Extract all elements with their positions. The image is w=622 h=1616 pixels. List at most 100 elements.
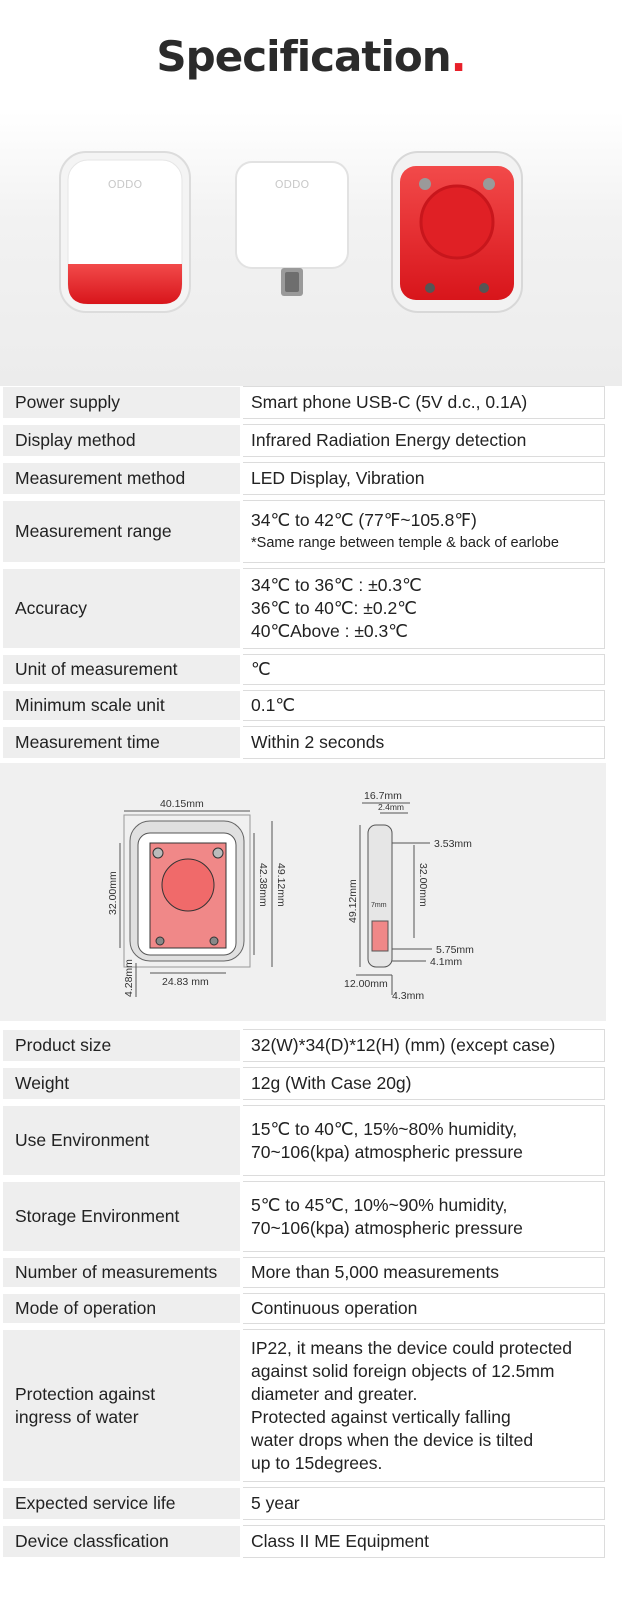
spec-value-line: 36℃ to 40℃: ±0.2℃ xyxy=(251,598,417,618)
spec-value: Infrared Radiation Energy detection xyxy=(241,424,605,457)
side-lower-b-label: 4.1mm xyxy=(430,956,462,968)
spec-key-text: Storage Environment xyxy=(15,1206,180,1226)
spec-value: LED Display, Vibration xyxy=(241,462,605,495)
spec-key-text: Measurement method xyxy=(15,468,186,488)
spec-value: 15℃ to 40℃, 15%~80% humidity,70~106(kpa)… xyxy=(241,1105,605,1176)
side-center-label: 7mm xyxy=(371,902,387,909)
spec-value-line: 32(W)*34(D)*12(H) (mm) (except case) xyxy=(251,1035,556,1055)
dimension-drawing: 40.15mm 32.00mm 42.38mm 49.12mm 24.83 mm… xyxy=(107,790,474,1002)
spec-key: Minimum scale unit xyxy=(2,690,243,721)
spec-value-line: diameter and greater. xyxy=(251,1383,418,1404)
svg-text:ODDO: ODDO xyxy=(108,178,143,191)
spec-row: Power supply Smart phone USB-C (5V d.c., … xyxy=(2,386,605,419)
spec-key-text: Protection against xyxy=(15,1383,156,1404)
spec-value: 12g (With Case 20g) xyxy=(241,1067,605,1100)
spec-value-note: *Same range between temple & back of ear… xyxy=(251,534,559,551)
spec-key-text: Minimum scale unit xyxy=(15,695,165,715)
side-upper-label: 3.53mm xyxy=(434,838,472,850)
front-width-label: 40.15mm xyxy=(160,798,204,810)
spec-value-line: 70~106(kpa) atmospheric pressure xyxy=(251,1141,523,1162)
spec-key-text: Weight xyxy=(15,1073,70,1093)
spec-value-line: More than 5,000 measurements xyxy=(251,1262,500,1282)
spec-key: Accuracy xyxy=(2,568,243,649)
spec-row: Display method Infrared Radiation Energy … xyxy=(2,424,605,457)
title-area: Specification. xyxy=(0,0,622,112)
spec-value: Class II ME Equipment xyxy=(241,1525,605,1558)
spec-key-text: Mode of operation xyxy=(15,1298,157,1318)
spec-key-text: Measurement range xyxy=(15,521,172,541)
spec-key: Use Environment xyxy=(2,1105,243,1176)
side-top-inner-label: 2.4mm xyxy=(378,802,404,812)
spec-key-text: Product size xyxy=(15,1035,112,1055)
spec-key: Measurement time xyxy=(2,726,243,759)
spec-value-line: IP22, it means the device could protecte… xyxy=(251,1337,573,1358)
device-dongle: ODDO xyxy=(235,161,349,296)
spec-row: Number of measurements More than 5,000 me… xyxy=(2,1257,605,1288)
spec-value: 5 year xyxy=(241,1487,605,1520)
spec-value: 34℃ to 42℃ (77℉~105.8℉) *Same range betwe… xyxy=(241,500,605,563)
spec-value-line: against solid foreign objects of 12.5mm xyxy=(251,1360,555,1381)
spec-value-line: 70~106(kpa) atmospheric pressure xyxy=(251,1217,523,1238)
spec-table-bottom: Product size 32(W)*34(D)*12(H) (mm) (exce… xyxy=(2,1029,605,1558)
side-top-width-label: 16.7mm xyxy=(364,790,402,802)
spec-value-line: LED Display, Vibration xyxy=(251,468,425,488)
title-text: Specification xyxy=(156,31,451,81)
spec-value-line: 15℃ to 40℃, 15%~80% humidity, xyxy=(251,1118,518,1139)
spec-key: Measurement range xyxy=(2,500,243,563)
spec-value-line: Class II ME Equipment xyxy=(251,1531,429,1551)
spec-table-top: Power supply Smart phone USB-C (5V d.c., … xyxy=(2,386,605,759)
spec-value: Within 2 seconds xyxy=(241,726,605,759)
page-title: Specification. xyxy=(156,31,467,81)
spec-row: Weight 12g (With Case 20g) xyxy=(2,1067,605,1100)
spec-key: Product size xyxy=(2,1029,243,1062)
spec-key: Number of measurements xyxy=(2,1257,243,1288)
spec-value: More than 5,000 measurements xyxy=(241,1257,605,1288)
spec-row: Storage Environment 5℃ to 45℃, 10%~90% hu… xyxy=(2,1181,605,1252)
spec-key-text: Accuracy xyxy=(15,598,87,618)
spec-row: Measurement time Within 2 seconds xyxy=(2,726,605,759)
spec-value: ℃ xyxy=(241,654,605,685)
spec-row: Product size 32(W)*34(D)*12(H) (mm) (exce… xyxy=(2,1029,605,1062)
spec-value-line: Protected against vertically falling xyxy=(251,1406,511,1427)
product-photo: ODDO ODDO xyxy=(0,112,622,386)
spec-key: Device classfication xyxy=(2,1525,243,1558)
front-mid-height-label: 42.38mm xyxy=(257,863,269,907)
spec-value-line: 5 year xyxy=(251,1493,300,1513)
spec-key: Storage Environment xyxy=(2,1181,243,1252)
front-bottom-width-label: 24.83 mm xyxy=(162,976,209,988)
svg-text:ODDO: ODDO xyxy=(275,178,310,191)
device-back-view xyxy=(391,151,523,313)
side-bottom-offset-label: 4.3mm xyxy=(392,990,424,1002)
dimension-diagram: 40.15mm 32.00mm 42.38mm 49.12mm 24.83 mm… xyxy=(0,763,606,1021)
spec-value-line: Within 2 seconds xyxy=(251,732,385,752)
spec-value: 32(W)*34(D)*12(H) (mm) (except case) xyxy=(241,1029,605,1062)
front-height-label: 49.12mm xyxy=(275,863,287,907)
spec-value: 0.1℃ xyxy=(241,690,605,721)
spec-row: Minimum scale unit 0.1℃ xyxy=(2,690,605,721)
front-inner-height-label: 32.00mm xyxy=(107,871,119,915)
spec-value-line: water drops when the device is tilted xyxy=(251,1429,534,1450)
product-photo-illustration: ODDO ODDO xyxy=(59,151,523,313)
spec-key: Expected service life xyxy=(2,1487,243,1520)
spec-row: Measurement range 34℃ to 42℃ (77℉~105.8℉… xyxy=(2,500,605,563)
spec-row: Expected service life 5 year xyxy=(2,1487,605,1520)
spec-value-line: up to 15degrees. xyxy=(251,1452,383,1473)
spec-key-text: Number of measurements xyxy=(15,1262,218,1282)
title-dot: . xyxy=(450,31,467,81)
spec-key: Display method xyxy=(2,424,243,457)
spec-key: Measurement method xyxy=(2,462,243,495)
spec-key: Power supply xyxy=(2,386,243,419)
device-front-view: ODDO xyxy=(59,151,191,313)
spec-key-text: Expected service life xyxy=(15,1493,176,1513)
spec-value: 5℃ to 45℃, 10%~90% humidity,70~106(kpa) … xyxy=(241,1181,605,1252)
spec-row: Device classfication Class II ME Equipmen… xyxy=(2,1525,605,1558)
spec-value-line: 34℃ to 42℃ (77℉~105.8℉) xyxy=(251,509,477,530)
spec-value-line: Smart phone USB-C (5V d.c., 0.1A) xyxy=(251,392,528,412)
spec-key-text: Use Environment xyxy=(15,1130,150,1150)
spec-key-text: Display method xyxy=(15,430,136,450)
